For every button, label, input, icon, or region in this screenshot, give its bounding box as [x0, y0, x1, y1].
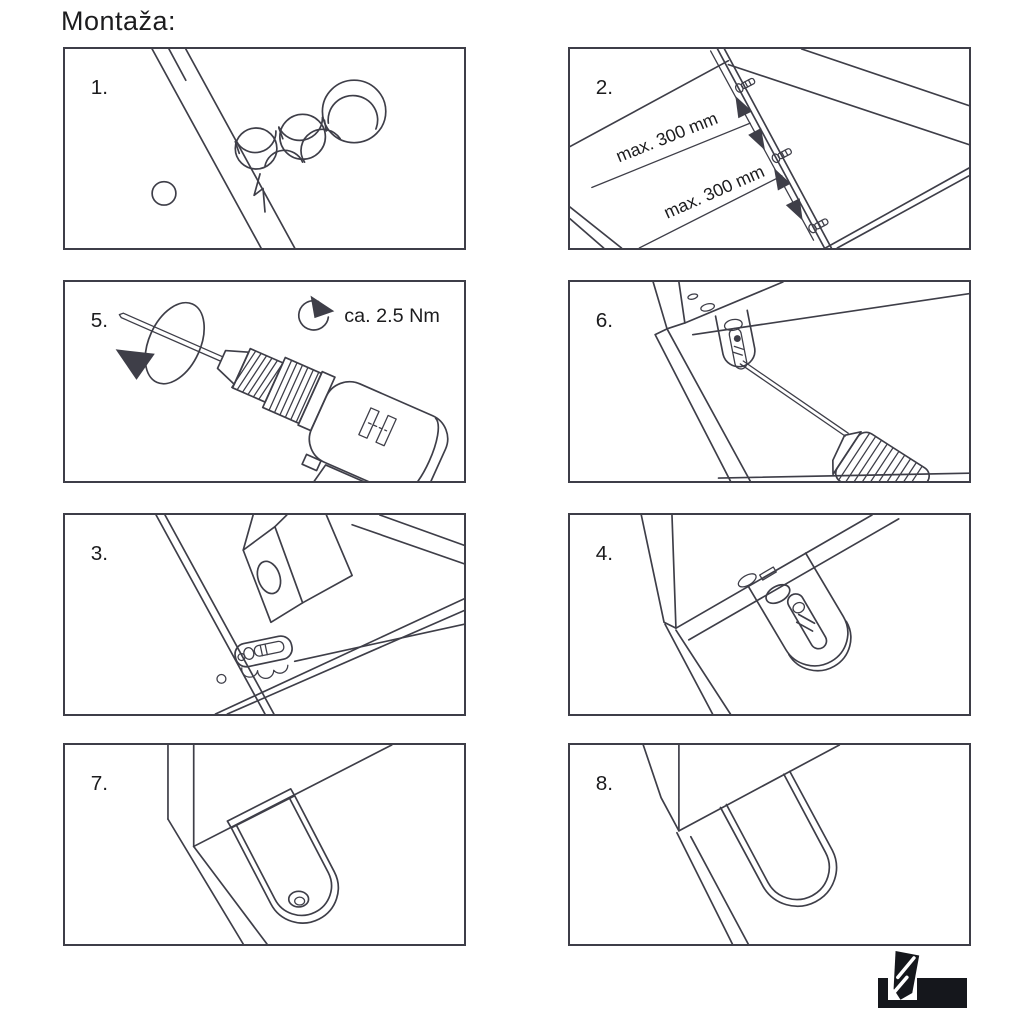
- step-3-panel: 3.: [63, 513, 466, 716]
- installed-cover-cap: [719, 770, 838, 908]
- scalloped-bracket: [234, 635, 293, 679]
- step-6-illustration: 6.: [596, 282, 969, 481]
- fitting-block: [242, 515, 353, 624]
- torque-rotation-icon: [297, 295, 335, 331]
- step-8-illustration: 8.: [596, 745, 841, 944]
- step-5-panel: 5. ca. 2.5 Nm: [63, 280, 466, 483]
- clip-hook: [287, 890, 310, 908]
- step-number: 1.: [91, 76, 108, 99]
- step-2-illustration: 2.: [570, 49, 969, 248]
- arrowhead-down: [748, 128, 766, 151]
- pilot-hole: [216, 673, 227, 684]
- router-bit-logo: [878, 950, 967, 1008]
- board-edges: [570, 49, 969, 248]
- screws: [734, 77, 829, 234]
- arrowhead-down: [785, 198, 803, 221]
- step-1-panel: 1.: [63, 47, 466, 250]
- edge-notch: [700, 302, 716, 312]
- step-4-panel: 4.: [568, 513, 971, 716]
- step-number: 5.: [91, 309, 108, 332]
- step-7-illustration: 7.: [91, 745, 393, 944]
- torque-label: ca. 2.5 Nm: [344, 305, 440, 327]
- drill-handle: [288, 464, 367, 481]
- step-1-illustration: 1.: [91, 49, 387, 248]
- step-number: 2.: [596, 76, 613, 99]
- cabinet-corner: [167, 745, 393, 944]
- step-number: 6.: [596, 309, 613, 332]
- step-2-panel: 2.: [568, 47, 971, 250]
- step-5-illustration: 5. ca. 2.5 Nm: [91, 295, 449, 481]
- drill-chuck: [831, 430, 931, 481]
- step-7-panel: 7.: [63, 743, 466, 946]
- cabinet-corner: [652, 282, 969, 481]
- cover-cap: [226, 788, 340, 924]
- step-number: 3.: [91, 542, 108, 565]
- step-number: 8.: [596, 772, 613, 795]
- step-number: 7.: [91, 772, 108, 795]
- drill-bit: [118, 312, 224, 362]
- step-3-illustration: 3.: [91, 515, 464, 714]
- mounting-bracket: [747, 552, 852, 672]
- screw-hole-top: [687, 293, 699, 300]
- arrowhead-up: [735, 95, 753, 119]
- step-6-panel: 6.: [568, 280, 971, 483]
- mounting-bracket: [714, 309, 756, 370]
- dimension-lines: [591, 50, 815, 248]
- drill-body: [301, 380, 449, 481]
- cabinet-corner: [640, 515, 900, 714]
- step-8-panel: 8.: [568, 743, 971, 946]
- arrowhead-up: [773, 168, 791, 191]
- scalloped-slot-cutout: [234, 79, 387, 213]
- step-number: 4.: [596, 542, 613, 565]
- board-edge: [151, 49, 296, 248]
- step-4-illustration: 4.: [596, 515, 900, 714]
- direction-arrow: [115, 349, 155, 380]
- edge-hole: [737, 573, 757, 588]
- drill: [115, 301, 449, 481]
- drill-chuck: [216, 347, 336, 432]
- drill-hole: [151, 180, 177, 206]
- board-edge: [155, 515, 464, 714]
- cabinet-corner: [642, 745, 841, 944]
- driver-bit: [739, 360, 849, 437]
- highlight-ellipse: [144, 301, 206, 385]
- logo-drill-bit: [892, 950, 920, 1000]
- page-title: Montaža:: [61, 6, 177, 36]
- edge-notch: [759, 566, 777, 581]
